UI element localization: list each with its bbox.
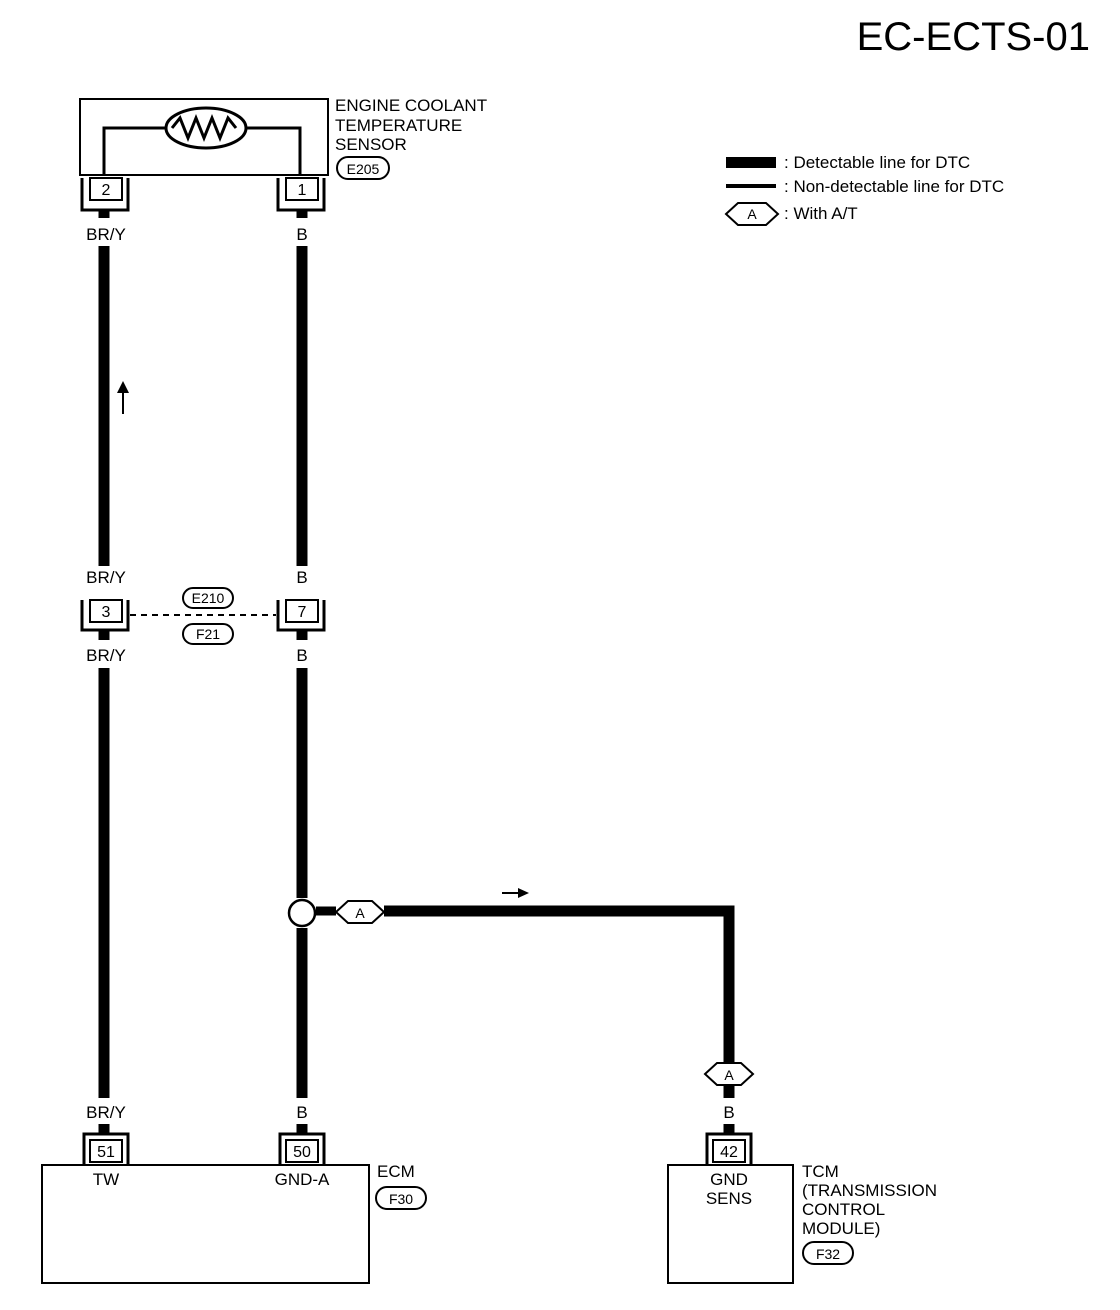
ecm-pin-left-box xyxy=(89,1139,123,1163)
diagram-title: EC-ECTS-01 xyxy=(857,15,1090,59)
up-arrow-icon xyxy=(117,381,129,414)
legend-non-detectable-text: : Non-detectable line for DTC xyxy=(784,177,1004,196)
junction-pin-right: 7 xyxy=(276,599,326,632)
legend-non-detectable-swatch xyxy=(726,184,776,188)
ecm-pin-left-label: TW xyxy=(93,1170,119,1189)
legend-detectable-swatch xyxy=(726,157,776,168)
junction-pin-right-box xyxy=(285,599,319,623)
sensor-pin-right-number: 1 xyxy=(298,182,307,199)
wire-color-right-bottom: B xyxy=(296,1103,307,1122)
ecm-pin-right-number: 50 xyxy=(293,1144,311,1161)
tcm-connector-id: F32 xyxy=(816,1246,840,1262)
resistor-zigzag-icon xyxy=(170,113,238,143)
junction-pin-left-number: 3 xyxy=(102,604,111,621)
sensor-name-line1: ENGINE COOLANT xyxy=(335,96,487,115)
sensor-connector-badge xyxy=(336,156,390,180)
tcm-name-line1: TCM xyxy=(802,1162,839,1181)
junction-connector-bottom-id: F21 xyxy=(196,626,220,642)
engine-coolant-temperature-sensor: ENGINE COOLANT TEMPERATURE SENSOR E205 xyxy=(79,96,487,180)
wire-color-right-top: B xyxy=(296,225,307,244)
legend-option-symbol: A xyxy=(747,206,757,222)
wire-color-left-bottom: BR/Y xyxy=(86,1103,126,1122)
branch-option-symbol: A xyxy=(355,905,365,921)
tcm-option-symbol-shape xyxy=(703,1062,755,1086)
legend-detectable-text: : Detectable line for DTC xyxy=(784,153,970,172)
tcm-option-symbol: A xyxy=(724,1067,734,1083)
ecm-body xyxy=(41,1164,370,1284)
tcm-connector-badge xyxy=(802,1241,854,1265)
thermistor-icon xyxy=(164,106,248,150)
wire-tcm-branch xyxy=(384,905,735,1062)
wire-color-left-top: BR/Y xyxy=(86,225,126,244)
sensor-pin-right-box xyxy=(285,177,319,201)
junction-pin-right-number: 7 xyxy=(298,604,307,621)
wire-color-right-mid-lower: B xyxy=(296,646,307,665)
sensor-internal-wiring-right xyxy=(246,126,302,176)
sensor-internal-wiring xyxy=(102,126,166,176)
tcm-pin: 42 xyxy=(705,1132,753,1165)
wire-color-left-mid-lower: BR/Y xyxy=(86,646,126,665)
tcm-body xyxy=(667,1164,794,1284)
tcm-module: GND SENS TCM (TRANSMISSION CONTROL MODUL… xyxy=(667,1162,937,1284)
tcm-name-line2: (TRANSMISSION xyxy=(802,1181,937,1200)
ecm-connector-id: F30 xyxy=(389,1191,413,1207)
ecm-pin-left-number: 51 xyxy=(97,1144,115,1161)
ecm-pin-right-box xyxy=(285,1139,319,1163)
sensor-name-line2: TEMPERATURE xyxy=(335,116,462,135)
splice-point xyxy=(287,898,317,928)
tcm-name-line3: CONTROL xyxy=(802,1200,885,1219)
junction-connector-bottom-badge xyxy=(182,623,234,645)
tcm-pin-number: 42 xyxy=(720,1144,738,1161)
sensor-pin-left: 2 xyxy=(80,177,130,212)
tcm-pin-label-line1: GND xyxy=(710,1170,748,1189)
sensor-pin-left-box xyxy=(89,177,123,201)
tcm-name-line4: MODULE) xyxy=(802,1219,880,1238)
ecm-module: TW GND-A ECM F30 xyxy=(41,1162,427,1284)
tcm-pin-box xyxy=(712,1139,746,1163)
ecm-pin-right-label: GND-A xyxy=(275,1170,330,1189)
junction-pin-left-box xyxy=(89,599,123,623)
ecm-pin-right: 50 xyxy=(278,1132,326,1165)
sensor-connector-id: E205 xyxy=(347,161,380,177)
tcm-wire-color: B xyxy=(723,1103,734,1122)
legend-option-text: : With A/T xyxy=(784,204,858,223)
sensor-name-line3: SENSOR xyxy=(335,135,407,154)
junction-pin-left: 3 xyxy=(80,599,130,632)
wire-color-left-mid-upper: BR/Y xyxy=(86,568,126,587)
ecm-name: ECM xyxy=(377,1162,415,1181)
ecm-connector-badge xyxy=(375,1186,427,1210)
legend: : Detectable line for DTC : Non-detectab… xyxy=(724,153,1004,226)
right-arrow-icon xyxy=(502,888,529,898)
junction-connector-top-badge xyxy=(182,587,234,609)
sensor-pin-left-number: 2 xyxy=(102,182,111,199)
legend-option-symbol-shape xyxy=(724,202,780,226)
sensor-pin-right: 1 xyxy=(276,177,326,212)
tcm-pin-label-line2: SENS xyxy=(706,1189,752,1208)
ecm-pin-left: 51 xyxy=(82,1132,130,1165)
junction-connector-top-id: E210 xyxy=(192,590,225,606)
wire-color-right-mid-upper: B xyxy=(296,568,307,587)
